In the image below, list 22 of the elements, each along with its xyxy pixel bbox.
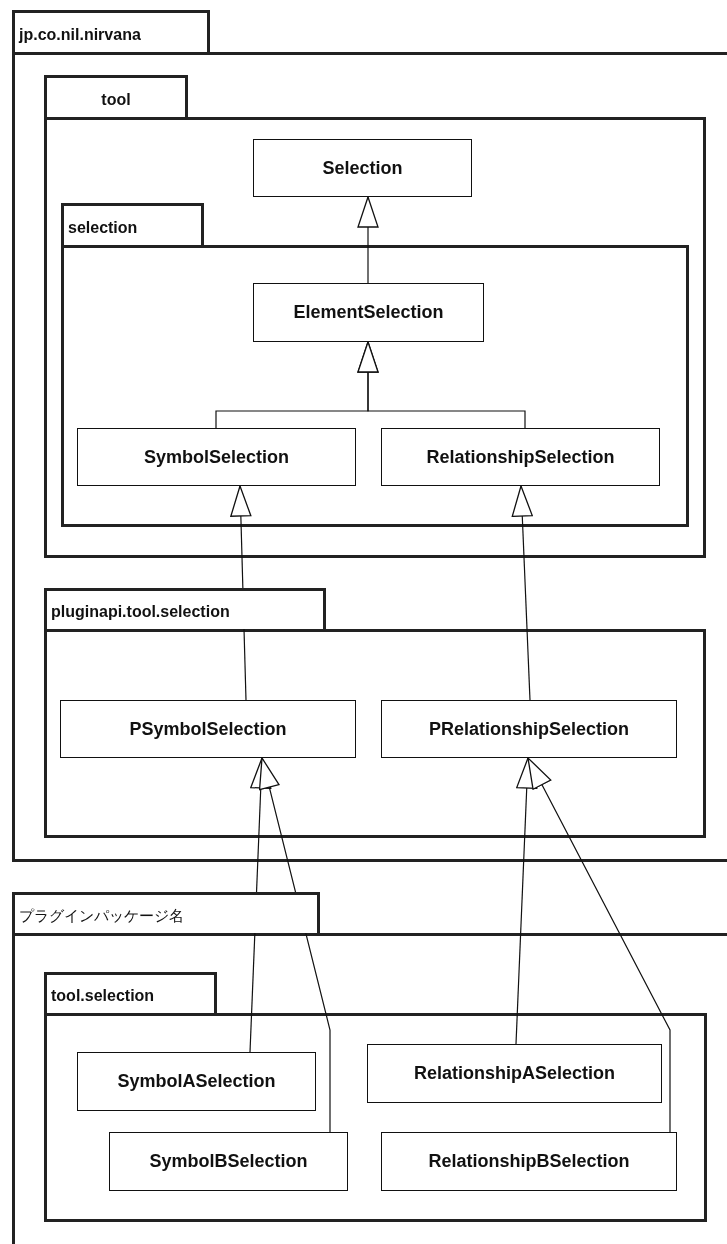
package-tab: tool.selection — [44, 972, 217, 1013]
package-tab: pluginapi.tool.selection — [44, 588, 326, 629]
generalization-arrow — [527, 757, 671, 1133]
class-box: PSymbolSelection — [60, 700, 356, 758]
class-box: PRelationshipSelection — [381, 700, 677, 758]
class-box: SymbolBSelection — [109, 1132, 348, 1191]
generalization-arrow — [511, 485, 533, 701]
generalization-arrow — [357, 196, 379, 284]
class-box: RelationshipBSelection — [381, 1132, 677, 1191]
package-tab: selection — [61, 203, 204, 245]
class-box: SymbolSelection — [77, 428, 356, 486]
class-box: Selection — [253, 139, 472, 197]
package-tab: tool — [44, 75, 188, 117]
class-box: ElementSelection — [253, 283, 484, 342]
generalization-arrow — [258, 757, 331, 1133]
package-tab: プラグインパッケージ名 — [12, 892, 320, 933]
package-tab: jp.co.nil.nirvana — [12, 10, 210, 52]
class-box: RelationshipASelection — [367, 1044, 662, 1103]
class-box: RelationshipSelection — [381, 428, 660, 486]
class-box: SymbolASelection — [77, 1052, 316, 1111]
generalization-arrow — [515, 757, 538, 1045]
generalization-arrow — [357, 341, 526, 429]
